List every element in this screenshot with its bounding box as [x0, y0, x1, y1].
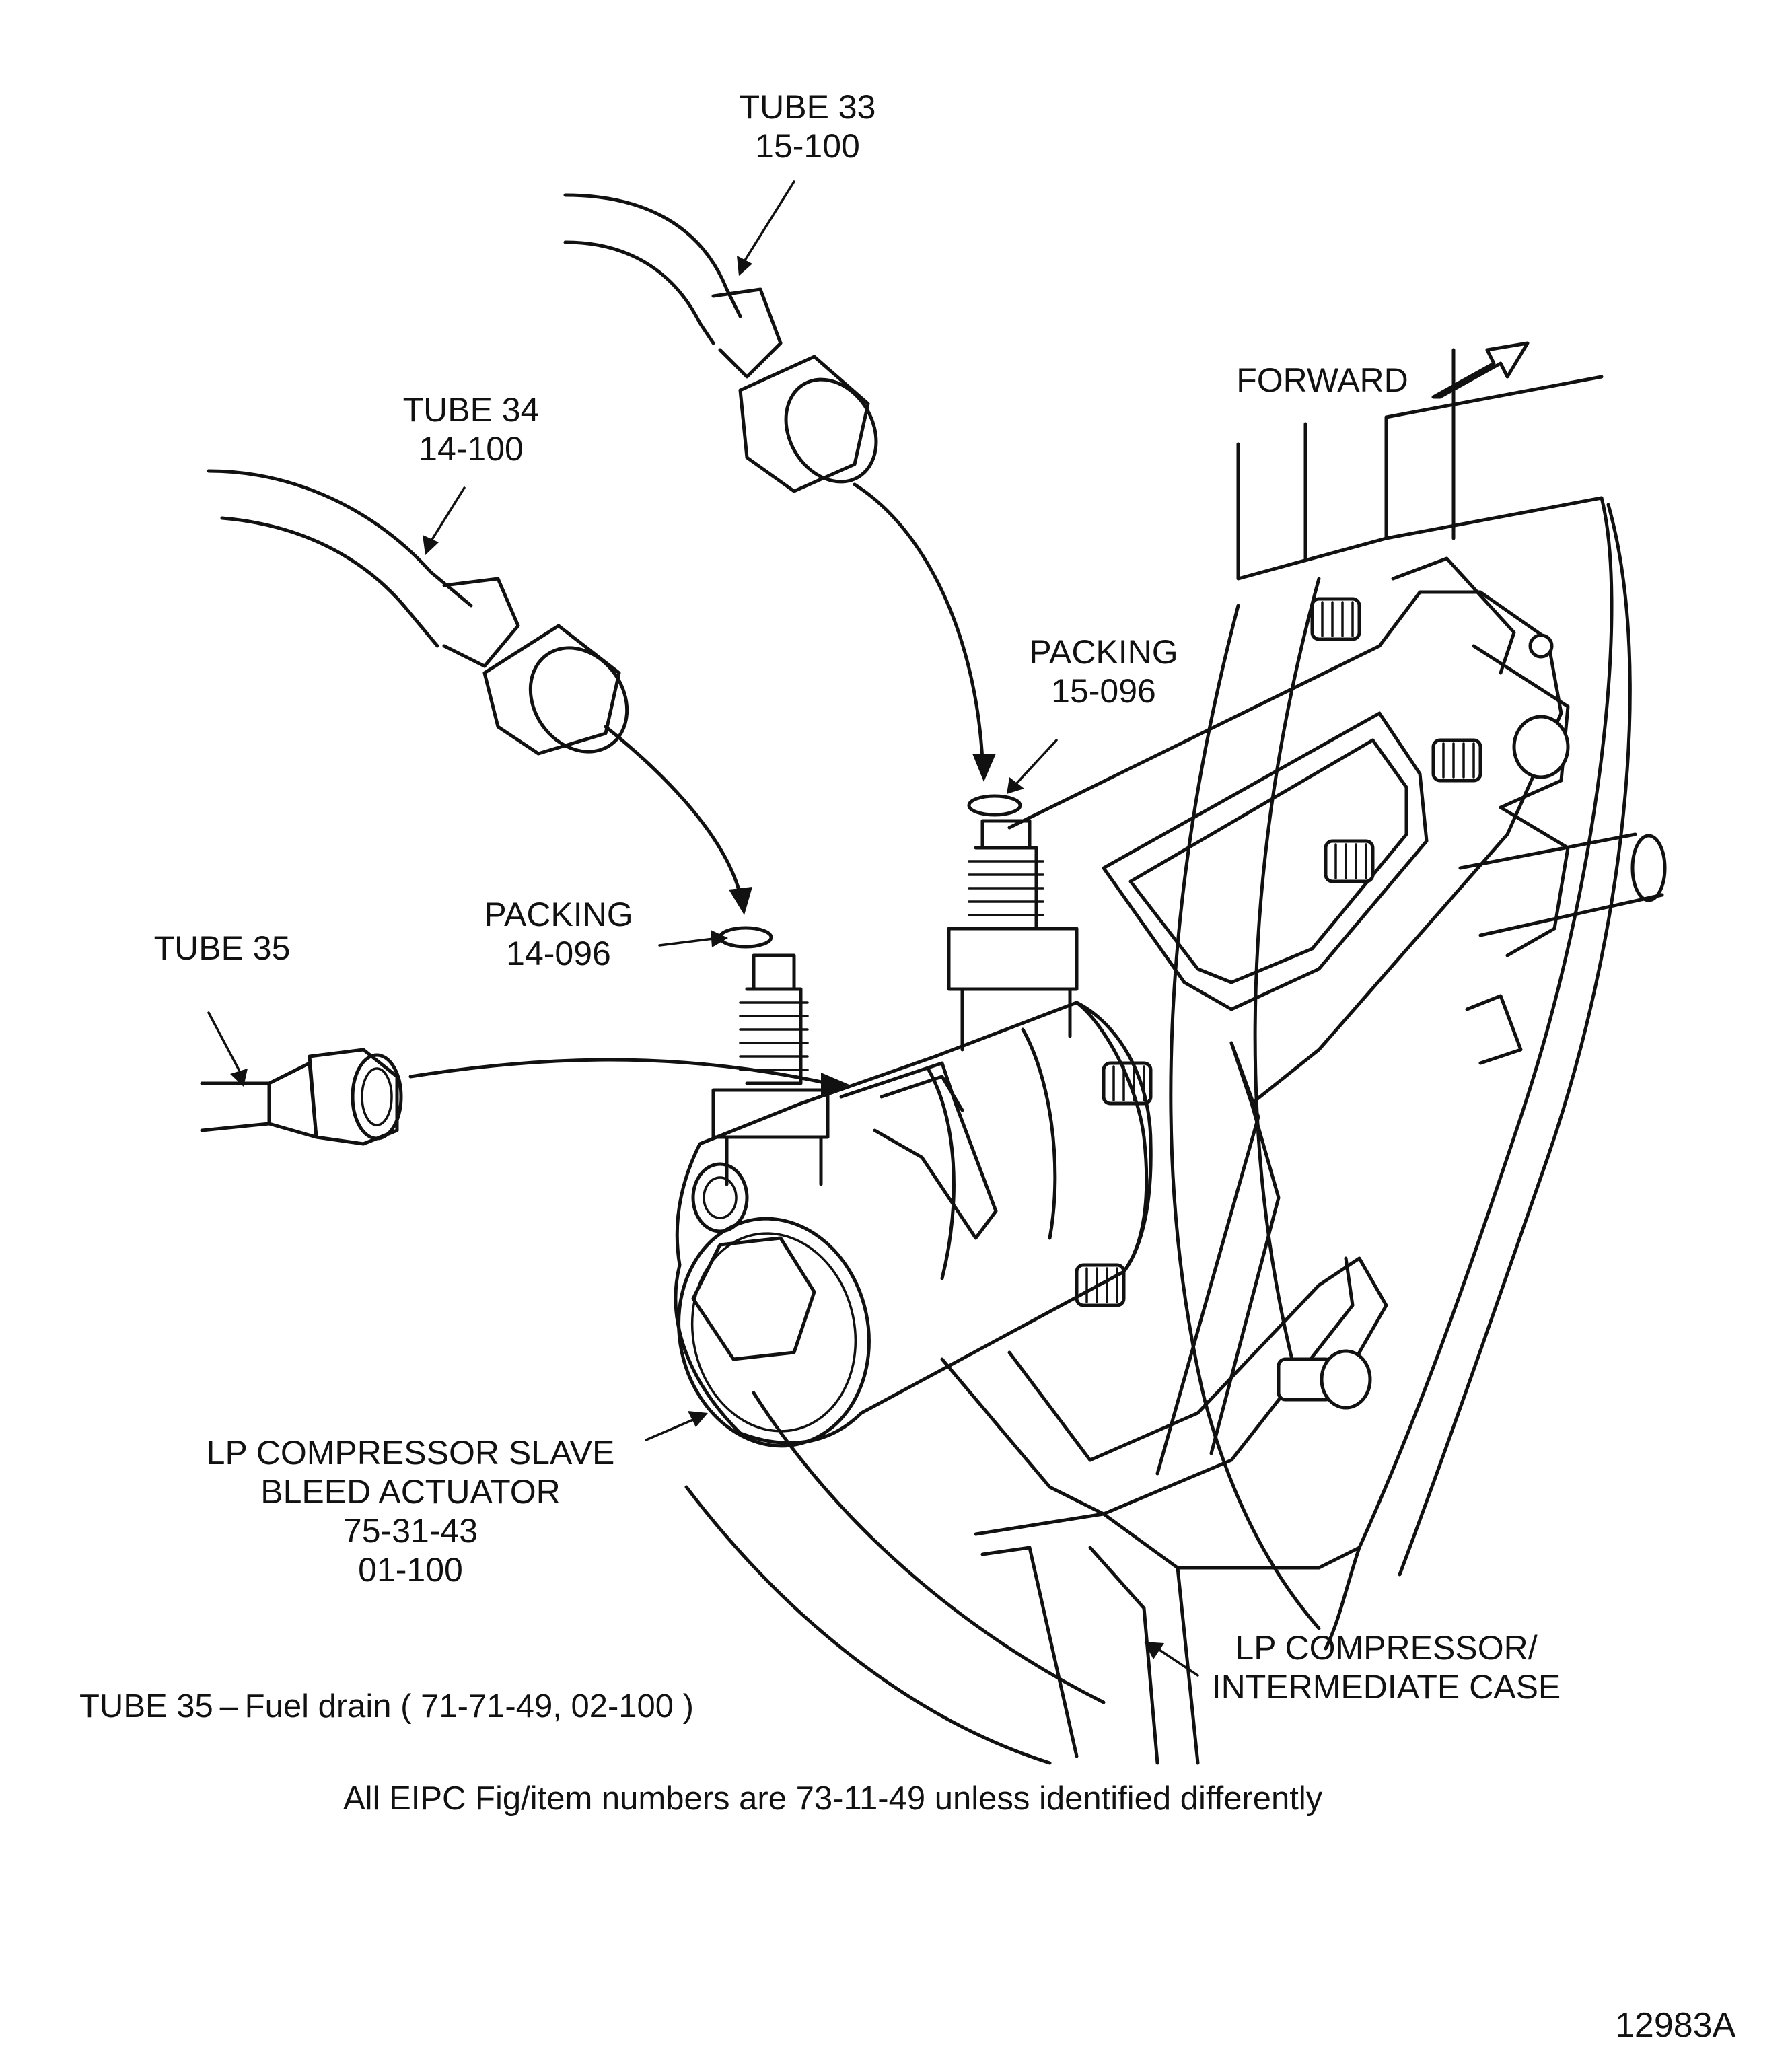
leader-lines	[207, 180, 1199, 1677]
tube-34-name: TUBE 34	[402, 391, 540, 429]
forward-arrow-icon	[1431, 341, 1530, 399]
forward-text: FORWARD	[1236, 361, 1408, 399]
mount-bracket-drawing	[940, 556, 1570, 1516]
installation-arrows	[408, 482, 996, 1095]
tube-34-ref: 14-100	[419, 430, 524, 468]
tube-34-label: TUBE 34 14-100	[377, 390, 565, 468]
tube-34-drawing	[207, 469, 629, 756]
tube-35-label: TUBE 35	[135, 929, 310, 968]
packing-15-ref: 15-096	[1051, 672, 1156, 710]
forward-label: FORWARD	[1211, 361, 1433, 400]
tube-35-drawing	[200, 1048, 403, 1146]
packing-rings-drawing	[718, 794, 1022, 949]
actuator-line3: 75-31-43	[343, 1512, 478, 1550]
tube-33-drawing	[563, 193, 878, 493]
tube-33-label: TUBE 33 15-100	[713, 87, 902, 166]
case-label: LP COMPRESSOR/ INTERMEDIATE CASE	[1198, 1628, 1575, 1706]
tube-33-ref: 15-100	[755, 127, 860, 165]
intermediate-case-drawing	[684, 348, 1667, 1765]
tube-35-name: TUBE 35	[153, 929, 291, 967]
eipc-note: All EIPC Fig/item numbers are 73-11-49 u…	[343, 1780, 1323, 1817]
tube-35-note: TUBE 35 – Fuel drain ( 71-71-49, 02-100 …	[79, 1688, 694, 1725]
slave-bleed-actuator-drawing	[674, 819, 1153, 1448]
actuator-line2: BLEED ACTUATOR	[260, 1473, 561, 1511]
packing-15-name: PACKING	[1029, 633, 1178, 671]
case-line1: LP COMPRESSOR/	[1235, 1629, 1538, 1667]
packing-14-label: PACKING 14-096	[458, 895, 659, 973]
packing-14-name: PACKING	[484, 896, 633, 933]
figure-number: 12983A	[1615, 2006, 1736, 2045]
actuator-line4: 01-100	[358, 1551, 463, 1589]
tube-33-name: TUBE 33	[739, 88, 876, 126]
packing-14-ref: 14-096	[506, 935, 611, 972]
case-line2: INTERMEDIATE CASE	[1211, 1668, 1561, 1706]
actuator-line1: LP COMPRESSOR SLAVE	[206, 1434, 615, 1472]
packing-15-label: PACKING 15-096	[1003, 632, 1205, 711]
actuator-label: LP COMPRESSOR SLAVE BLEED ACTUATOR 75-31…	[175, 1433, 646, 1589]
